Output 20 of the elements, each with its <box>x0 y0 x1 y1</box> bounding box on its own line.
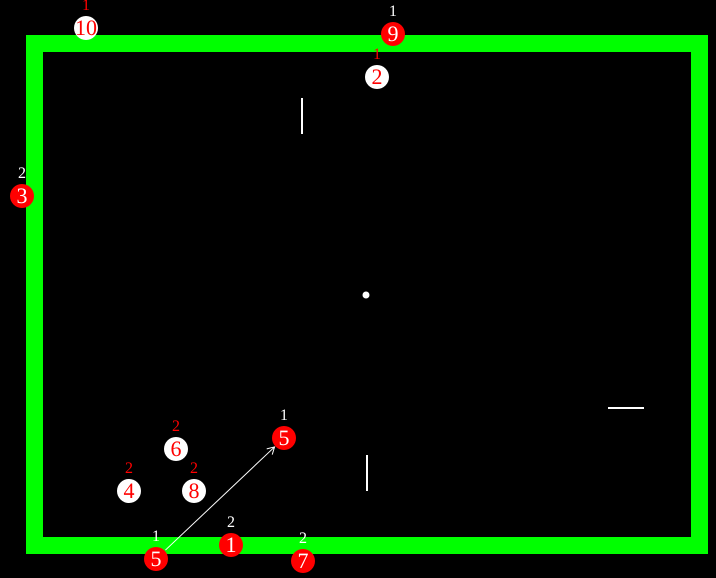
player-label: 2 <box>226 515 236 531</box>
player-marker: 6 <box>164 437 188 461</box>
player-label: 2 <box>124 461 134 477</box>
pass-arrow <box>164 446 276 551</box>
player-marker: 4 <box>117 479 141 503</box>
player-marker: 3 <box>10 184 34 208</box>
player-marker: 5 <box>272 426 296 450</box>
player-marker: 2 <box>365 65 389 89</box>
player-label: 1 <box>388 4 398 20</box>
player-label: 1 <box>151 529 161 545</box>
player-marker: 10 <box>74 16 98 40</box>
player-label: 2 <box>189 461 199 477</box>
player-marker: 8 <box>182 479 206 503</box>
player-label: 1 <box>279 408 289 424</box>
player-marker: 9 <box>381 22 405 46</box>
player-marker: 5 <box>144 547 168 571</box>
player-label: 2 <box>17 166 27 182</box>
player-marker: 7 <box>291 549 315 573</box>
player-label: 2 <box>171 419 181 435</box>
player-marker: 1 <box>219 533 243 557</box>
